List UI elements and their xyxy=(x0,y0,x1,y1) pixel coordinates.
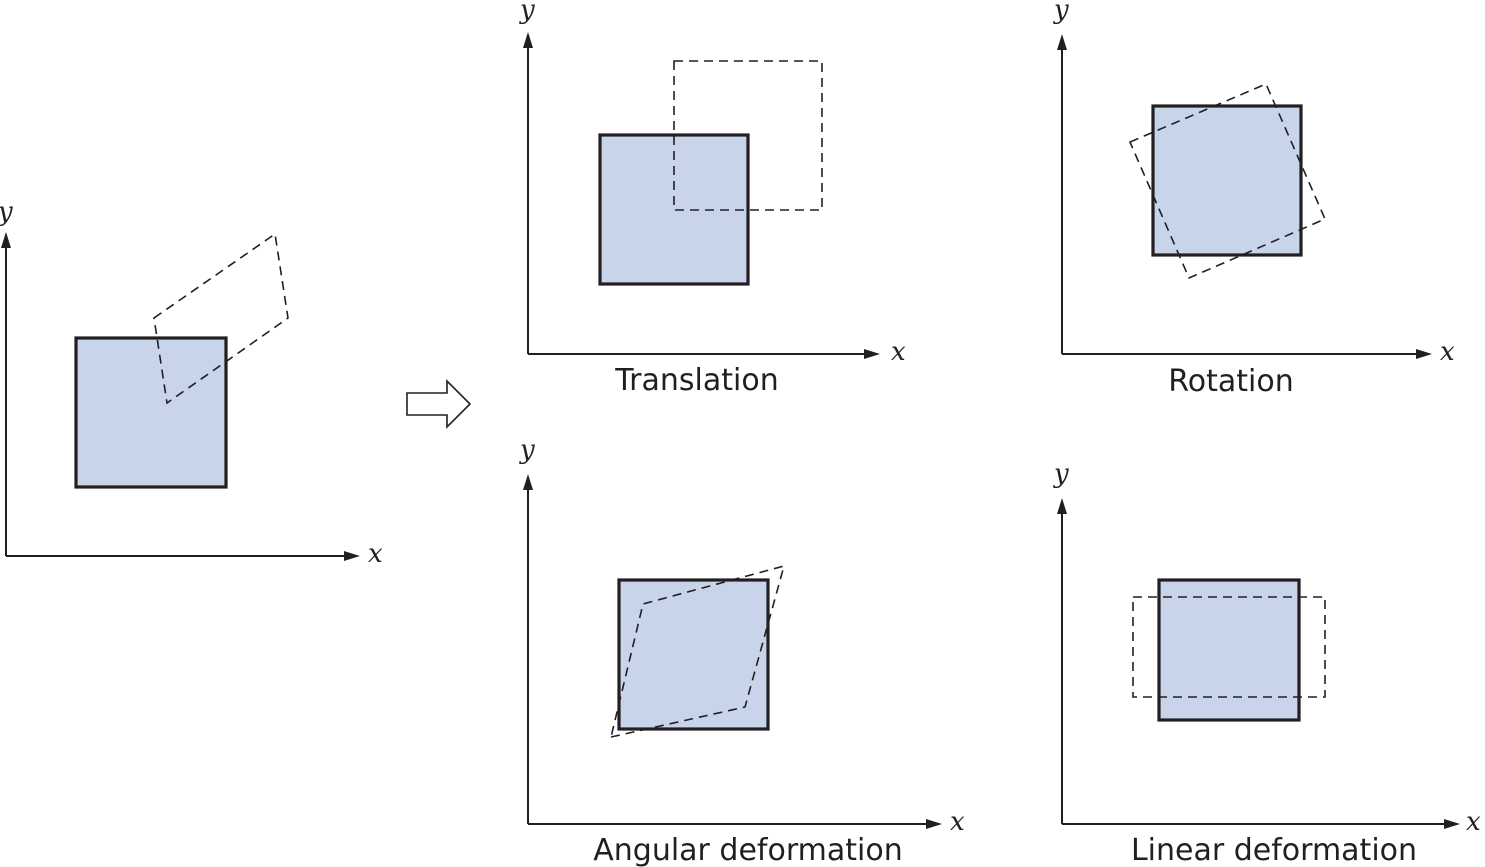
y-axis-arrowhead xyxy=(1057,34,1067,50)
y-axis-arrowhead xyxy=(523,474,533,490)
caption-linear-deformation: Linear deformation xyxy=(1131,833,1417,867)
x-axis-label: x xyxy=(1440,337,1455,367)
moved-element-outline xyxy=(153,232,289,405)
original-element-square xyxy=(1151,104,1303,257)
x-axis-arrowhead xyxy=(344,551,360,561)
stretched-element-outline xyxy=(1132,596,1326,698)
x-axis-label: x xyxy=(950,807,965,837)
y-axis-arrowhead xyxy=(1,232,11,248)
panel-linear-deformation: x y Linear deformation xyxy=(1053,459,1481,867)
x-axis-label: x xyxy=(1466,807,1481,837)
y-axis-label: y xyxy=(519,435,535,465)
original-element-square xyxy=(1157,578,1301,722)
x-axis-arrowhead xyxy=(864,349,880,359)
caption-translation: Translation xyxy=(614,363,778,398)
y-axis-arrowhead xyxy=(1057,498,1067,514)
y-axis-label: y xyxy=(0,197,13,227)
original-element-square xyxy=(74,336,228,489)
hollow-right-arrow-icon xyxy=(406,379,472,429)
panel-translation: x y Translation xyxy=(519,0,906,398)
caption-rotation: Rotation xyxy=(1168,364,1293,399)
rotated-element-outline xyxy=(1128,82,1327,280)
sheared-element-outline xyxy=(609,564,786,739)
original-element-square xyxy=(617,578,770,731)
x-axis-arrowhead xyxy=(1444,819,1460,829)
y-axis-label: y xyxy=(1053,459,1069,489)
panel-general-motion: x y xyxy=(0,197,383,569)
caption-angular-deformation: Angular deformation xyxy=(593,833,902,867)
y-axis-label: y xyxy=(519,0,535,25)
panel-rotation: x y Rotation xyxy=(1053,0,1455,399)
x-axis-arrowhead xyxy=(926,819,942,829)
panel-angular-deformation: x y Angular deformation xyxy=(519,435,965,867)
x-axis-label: x xyxy=(891,337,906,367)
y-axis-arrowhead xyxy=(523,32,533,48)
x-axis-label: x xyxy=(368,539,383,569)
x-axis-arrowhead xyxy=(1416,349,1432,359)
y-axis-label: y xyxy=(1053,0,1069,25)
